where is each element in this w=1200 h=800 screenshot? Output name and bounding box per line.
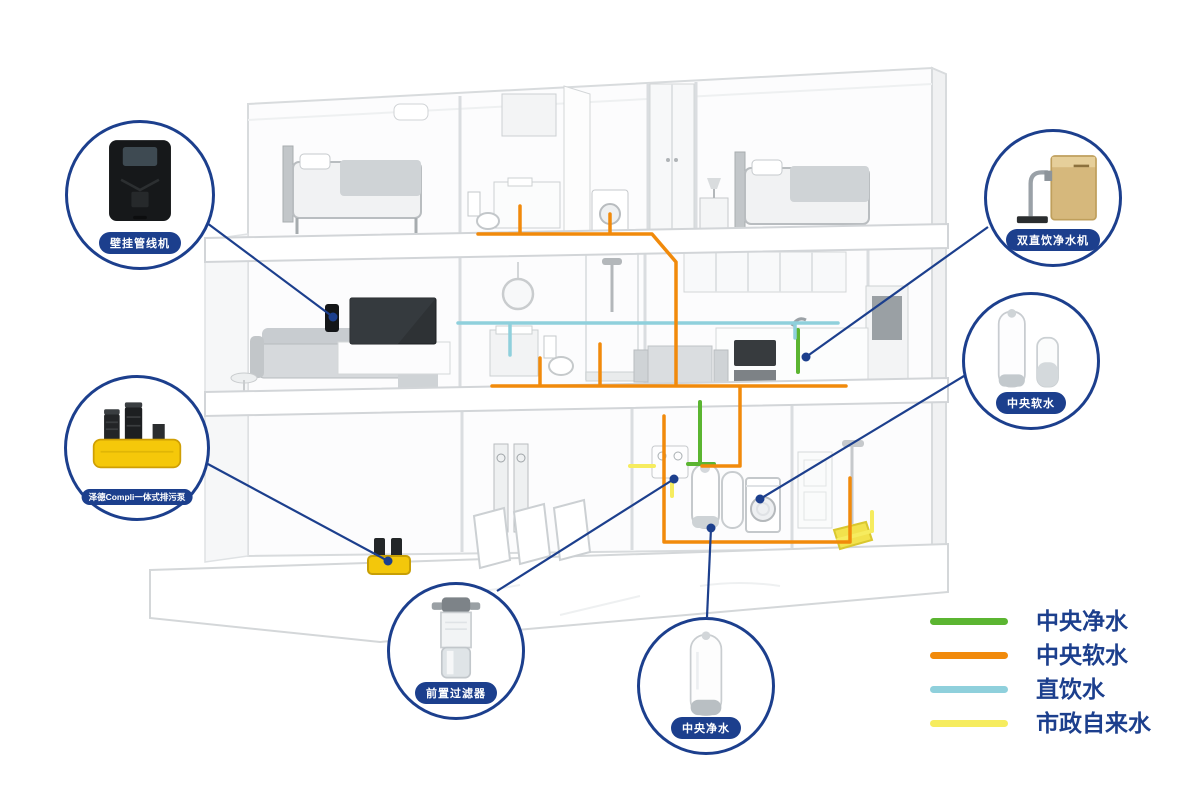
legend-swatch-cyan (930, 685, 1008, 693)
utility-meter-box (651, 445, 689, 479)
legend-label: 直饮水 (1036, 675, 1105, 702)
callout-connectors (205, 222, 989, 618)
pre-filter-image (431, 597, 481, 679)
legend-item: 中央软水 (930, 638, 1151, 672)
tv-wall (337, 297, 451, 375)
callout-label: 中央软水 (996, 392, 1066, 414)
callout-wall-pipeline-machine: 壁挂管线机 (65, 120, 215, 270)
legend-label: 中央净水 (1036, 607, 1128, 634)
pipes-yellow-municipal (628, 464, 874, 542)
legend-item: 中央净水 (930, 604, 1151, 638)
legend-label: 中央软水 (1036, 641, 1128, 668)
callout-label: 双直饮净水机 (1006, 229, 1100, 251)
wall-pipeline-machine-image (109, 140, 171, 221)
callout-pre-filter: 前置过滤器 (387, 582, 525, 720)
basement-tanks (691, 463, 744, 529)
legend-swatch-yellow (930, 719, 1008, 727)
partition-screens (472, 498, 592, 570)
pipes-orange-soft (476, 204, 852, 544)
legend: 中央净水 中央软水 直饮水 市政自来水 (930, 604, 1151, 740)
ac-unit (393, 103, 429, 121)
callout-central-water-softener: 中央软水 (962, 292, 1100, 430)
central-purifier-image (689, 631, 723, 717)
floor-slabs (149, 222, 949, 644)
central-softener-image (997, 308, 1059, 388)
legend-item: 市政自来水 (930, 706, 1151, 740)
callout-label: 前置过滤器 (415, 682, 497, 704)
callout-label: 泽德Compli一体式排污泵 (81, 489, 193, 505)
pipes-cyan-drinking (456, 321, 840, 357)
basement-door (797, 451, 833, 529)
floor-basement (493, 440, 864, 533)
callout-dual-drinking-water-purifier: 双直饮净水机 (984, 129, 1122, 267)
washing-machine (745, 477, 781, 533)
callout-central-water-purifier: 中央净水 (637, 617, 775, 755)
sewage-pump-image (92, 402, 182, 469)
bed-left (282, 145, 422, 234)
side-table (230, 372, 258, 396)
legend-swatch-green (930, 617, 1008, 625)
legend-label: 市政自来水 (1036, 709, 1151, 736)
legend-swatch-orange (930, 651, 1008, 659)
bathroom-top (467, 85, 629, 247)
pipes-green-purified (686, 328, 800, 466)
callout-sewage-pump: 泽德Compli一体式排污泵 (64, 375, 210, 521)
dual-drinking-purifier-image (1016, 155, 1097, 224)
callout-label: 壁挂管线机 (99, 232, 181, 254)
callout-label: 中央净水 (671, 717, 741, 739)
legend-item: 直饮水 (930, 672, 1151, 706)
wardrobe (649, 83, 695, 237)
